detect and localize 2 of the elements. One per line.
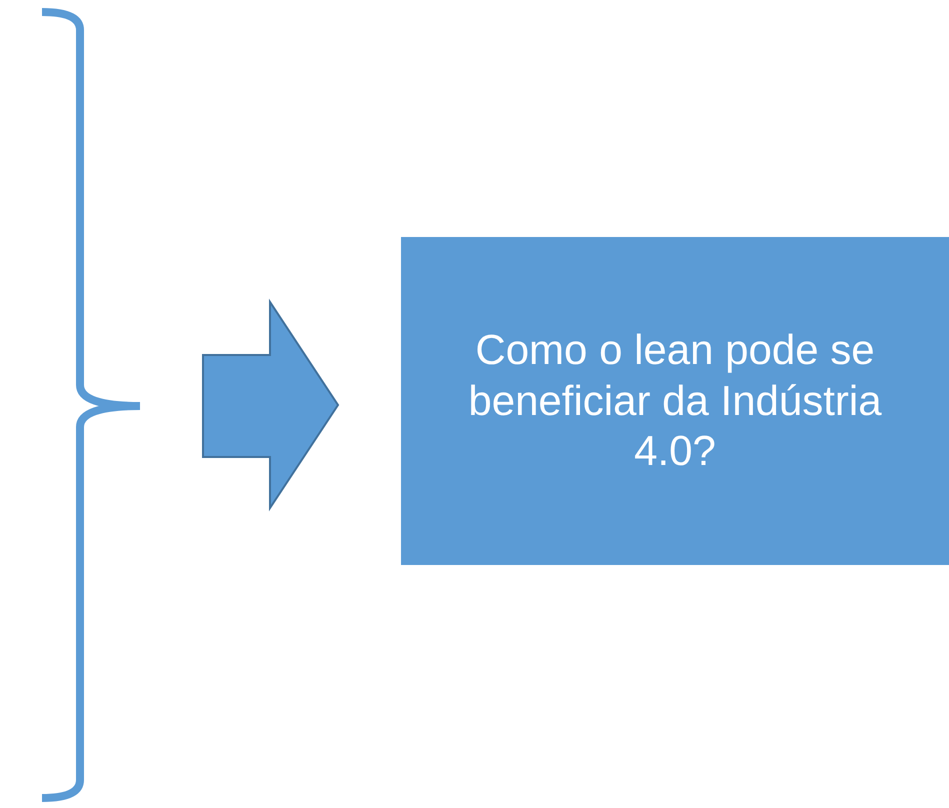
- box-text: Como o lean pode se beneficiar da Indústria 4.0?: [467, 325, 883, 476]
- process-box: [401, 237, 949, 565]
